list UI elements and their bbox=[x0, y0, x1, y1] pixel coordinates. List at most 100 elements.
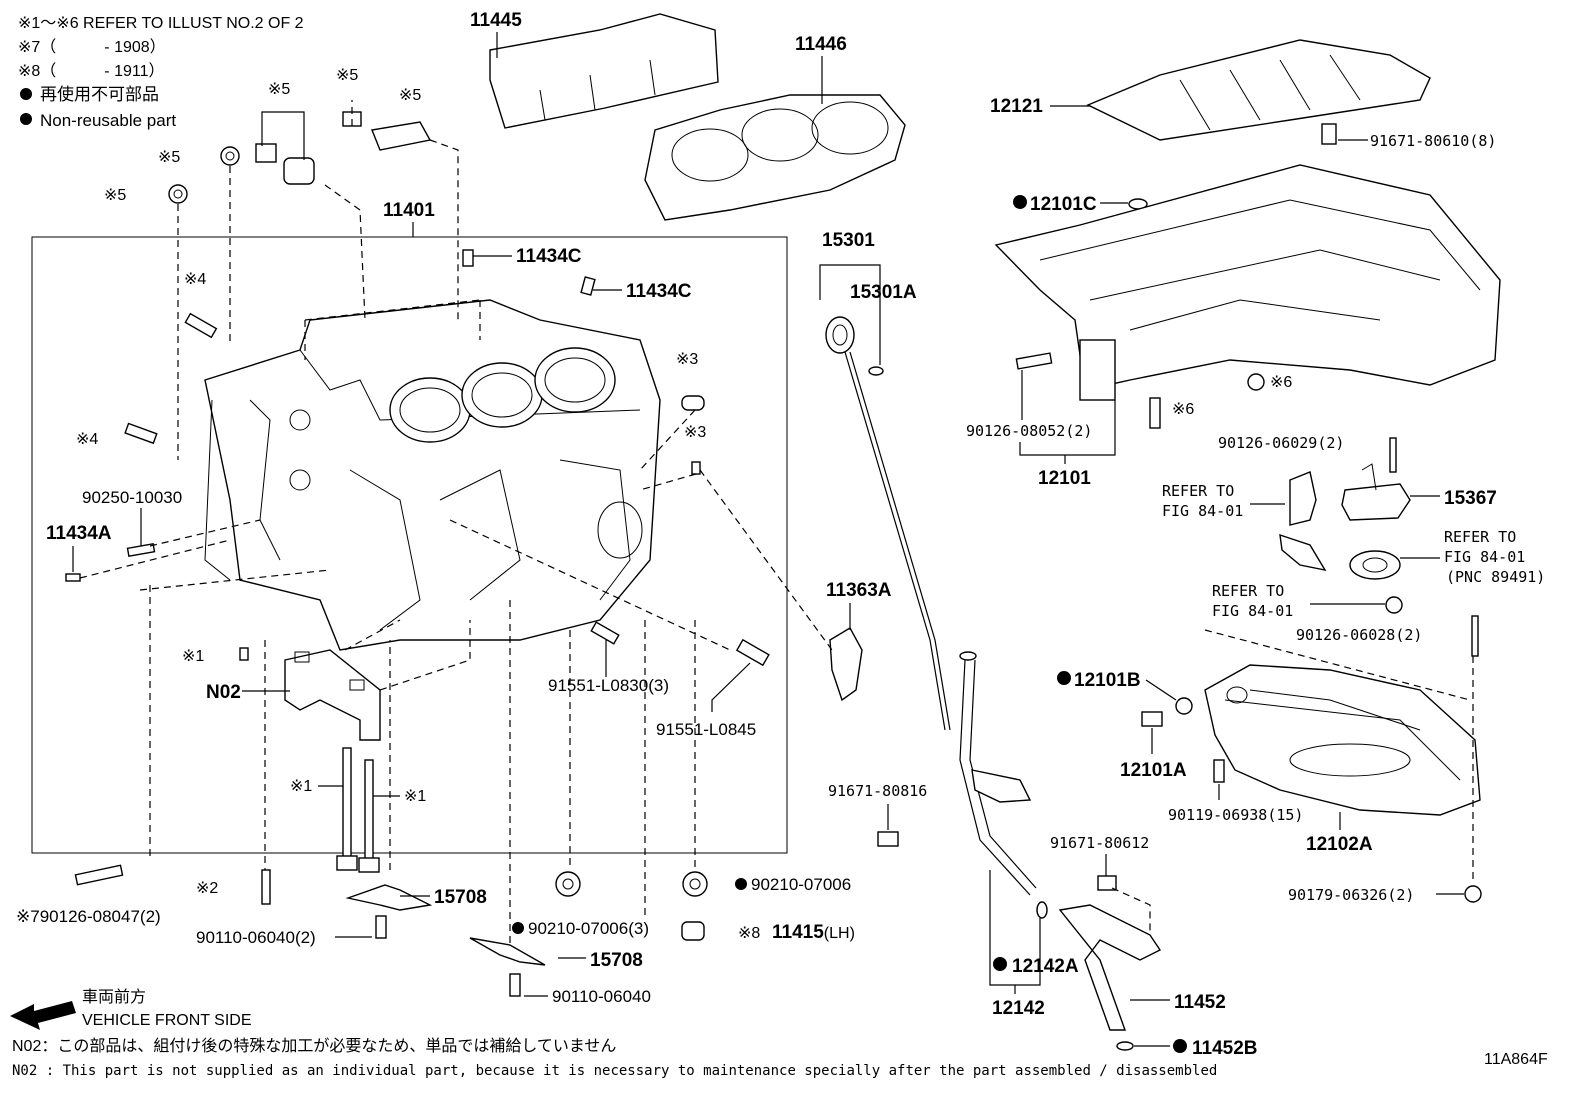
part-90126-06029[interactable]: 90126-06029(2) bbox=[1218, 434, 1344, 452]
part-12101B[interactable]: 12101B bbox=[1074, 670, 1141, 691]
oil-level-sensor bbox=[1279, 533, 1401, 580]
vehicle-front-en: VEHICLE FRONT SIDE bbox=[82, 1012, 252, 1029]
part-12142[interactable]: 12142 bbox=[992, 998, 1045, 1019]
mark-2: ※2 bbox=[196, 880, 218, 897]
part-11452[interactable]: 11452 bbox=[1174, 992, 1226, 1013]
n02-note-jp: N02：この部品は、組付け後の特殊な加工が必要なため、単品では補給していません bbox=[12, 1037, 616, 1055]
part-12101A[interactable]: 12101A bbox=[1120, 760, 1187, 781]
mark-5e: ※5 bbox=[399, 87, 421, 104]
part-N02[interactable]: N02 bbox=[206, 682, 241, 703]
mark-4a: ※4 bbox=[184, 271, 206, 288]
note-8: ※8（ - 1911） bbox=[18, 62, 165, 80]
main-bearing-bolts bbox=[336, 747, 380, 873]
part-11434A[interactable]: 11434A bbox=[46, 523, 112, 544]
part-12121[interactable]: 12121 bbox=[990, 96, 1043, 117]
refer-to-3[interactable]: REFER TO bbox=[1212, 582, 1284, 600]
mark-1b: ※1 bbox=[290, 778, 312, 795]
mark-5a: ※5 bbox=[158, 149, 180, 166]
part-11434C-a[interactable]: 11434C bbox=[516, 246, 582, 267]
insulator-11445 bbox=[489, 13, 719, 129]
oil-pan-upper-12101 bbox=[994, 164, 1501, 401]
part-12101[interactable]: 12101 bbox=[1038, 468, 1091, 489]
part-11445[interactable]: 11445 bbox=[470, 10, 522, 31]
baffle-12121 bbox=[1086, 39, 1431, 141]
part-15367[interactable]: 15367 bbox=[1444, 488, 1497, 509]
part-90250-10030[interactable]: 90250-10030 bbox=[82, 488, 182, 507]
oil-pan-lower-12102A bbox=[1204, 664, 1481, 816]
part-12102A[interactable]: 12102A bbox=[1306, 834, 1373, 855]
mark-8: ※8 bbox=[738, 925, 760, 942]
part-11363A[interactable]: 11363A bbox=[826, 580, 892, 601]
nonreusable-dot-icon bbox=[1173, 1039, 1187, 1053]
dipstick-15301 bbox=[825, 316, 951, 731]
refer-to-1[interactable]: REFER TO bbox=[1162, 482, 1234, 500]
part-90110-06040-2[interactable]: 90110-06040(2) bbox=[196, 928, 316, 947]
part-90179-06326[interactable]: 90179-06326(2) bbox=[1288, 886, 1414, 904]
part-91551-L0830[interactable]: 91551-L0830(3) bbox=[548, 676, 669, 695]
bearing-cap-n02 bbox=[284, 649, 381, 741]
illustration-id: 11A864F bbox=[1484, 1051, 1548, 1068]
bolts-right bbox=[590, 621, 770, 667]
mark-3a: ※3 bbox=[676, 351, 698, 368]
mark-6a: ※6 bbox=[1270, 374, 1292, 391]
refer-fig-2[interactable]: FIG 84-01 bbox=[1444, 548, 1525, 566]
part-11446[interactable]: 11446 bbox=[795, 34, 847, 55]
mark-1a: ※1 bbox=[182, 648, 204, 665]
part-91671-80612[interactable]: 91671-80612 bbox=[1050, 834, 1149, 852]
part-91671-80816[interactable]: 91671-80816 bbox=[828, 782, 927, 800]
mark-4b: ※4 bbox=[76, 431, 98, 448]
sensor-15367 bbox=[1341, 463, 1411, 521]
refer-fig-3[interactable]: FIG 84-01 bbox=[1212, 602, 1293, 620]
part-15708-a[interactable]: 15708 bbox=[434, 887, 487, 908]
nonreusable-en: Non-reusable part bbox=[40, 111, 176, 130]
part-90126-06028[interactable]: 90126-06028(2) bbox=[1296, 626, 1422, 644]
gauge-guide-12142 bbox=[959, 651, 1048, 919]
part-12142A[interactable]: 12142A bbox=[1012, 956, 1079, 977]
mark-5d: ※5 bbox=[336, 67, 358, 84]
part-12101C[interactable]: 12101C bbox=[1030, 194, 1097, 215]
refer-to-2[interactable]: REFER TO bbox=[1444, 528, 1516, 546]
nonreusable-dot-icon bbox=[20, 88, 32, 100]
part-90126-08047[interactable]: ※790126-08047(2) bbox=[16, 907, 161, 926]
nonreusable-jp: 再使用不可部品 bbox=[40, 84, 159, 104]
pnc-89491[interactable]: (PNC 89491) bbox=[1446, 568, 1545, 586]
part-90119-06938[interactable]: 90119-06938(15) bbox=[1168, 806, 1303, 824]
part-11452B[interactable]: 11452B bbox=[1192, 1038, 1258, 1059]
vehicle-front-jp: 車両前方 bbox=[82, 988, 146, 1006]
part-15301A[interactable]: 15301A bbox=[850, 282, 917, 303]
bolt-icon bbox=[1321, 123, 1337, 145]
bracket-11363A bbox=[829, 627, 863, 702]
cylinder-block-illustration bbox=[204, 299, 661, 651]
cylinder-block-frame bbox=[31, 236, 788, 854]
nonreusable-dot-icon bbox=[735, 878, 747, 890]
note-7: ※7（ - 1908） bbox=[18, 38, 166, 56]
n02-note-en: N02 : This part is not supplied as an in… bbox=[12, 1063, 1217, 1079]
mark-5b: ※5 bbox=[104, 187, 126, 204]
refer-fig-1[interactable]: FIG 84-01 bbox=[1162, 502, 1243, 520]
front-arrow-icon bbox=[10, 1001, 76, 1030]
part-11434C-b[interactable]: 11434C bbox=[626, 281, 692, 302]
nonreusable-dot-icon bbox=[1057, 671, 1071, 685]
part-90126-08052[interactable]: 90126-08052(2) bbox=[966, 422, 1092, 440]
part-11415[interactable]: 11415(LH) bbox=[772, 922, 855, 943]
bolts-left bbox=[124, 111, 432, 445]
part-90210-07006[interactable]: 90210-07006 bbox=[751, 875, 851, 894]
nonreusable-dot-icon bbox=[20, 113, 32, 125]
part-90210-07006-3[interactable]: 90210-07006(3) bbox=[528, 919, 649, 938]
part-15301[interactable]: 15301 bbox=[822, 230, 875, 251]
mark-5c: ※5 bbox=[268, 81, 290, 98]
part-90110-06040[interactable]: 90110-06040 bbox=[552, 987, 651, 1006]
oil-filler-pipe-11452 bbox=[1058, 904, 1162, 1031]
dowel-pins bbox=[65, 249, 705, 661]
bottom-small-parts bbox=[74, 864, 708, 997]
note-refer-illust: ※1～※6 REFER TO ILLUST NO.2 OF 2 bbox=[18, 15, 304, 32]
part-91551-L0845[interactable]: 91551-L0845 bbox=[656, 720, 756, 739]
gasket-icon bbox=[1289, 471, 1317, 526]
part-11401[interactable]: 11401 bbox=[383, 200, 435, 221]
nonreusable-dot-icon bbox=[993, 957, 1007, 971]
part-91671-80610[interactable]: 91671-80610(8) bbox=[1370, 132, 1496, 150]
part-15708-b[interactable]: 15708 bbox=[590, 950, 643, 971]
insulator-11446 bbox=[644, 94, 906, 221]
mark-1c: ※1 bbox=[404, 788, 426, 805]
